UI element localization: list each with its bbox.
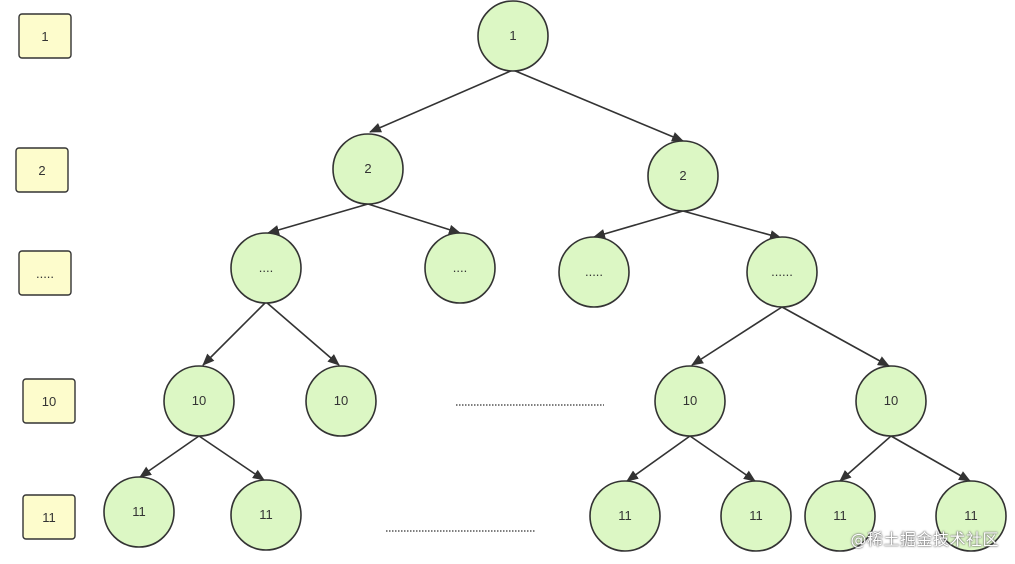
tree-node-l4-b: 10 (305, 365, 377, 437)
node-label: ...... (771, 264, 793, 279)
level-label-3: ..... (18, 250, 72, 296)
node-label: 10 (683, 393, 697, 408)
node-label: .... (453, 260, 467, 275)
tree-node-l2-left: 2 (332, 133, 404, 205)
node-label: 2 (679, 168, 686, 183)
node-label: 11 (618, 508, 632, 523)
level-label-10-text: 10 (42, 394, 56, 409)
edge-l2right-l3d (682, 210, 782, 240)
node-label: 11 (259, 507, 273, 522)
tree-node-l3-c: ..... (558, 236, 630, 308)
watermark: @稀土掘金技术社区 (850, 530, 999, 549)
edge-l3a-l4a (202, 301, 267, 366)
edge-l2left-l3b (367, 203, 461, 235)
node-label: 1 (509, 28, 516, 43)
tree-node-root: 1 (477, 0, 549, 72)
level-label-11-text: 11 (42, 510, 56, 525)
edge-l3d-l4d (781, 306, 890, 367)
edge-root-l2left (369, 69, 514, 133)
tree-node-l2-right: 2 (647, 140, 719, 212)
node-label: 10 (192, 393, 206, 408)
edge-l4a-l5a (139, 435, 200, 478)
level-label-1-text: 1 (41, 29, 48, 44)
level-label-2: 2 (15, 147, 69, 193)
edge-l3d-l4c (691, 306, 783, 366)
node-label: 11 (132, 504, 146, 519)
tree-node-l5-b: 11 (230, 479, 302, 551)
tree-node-l5-e: 11 (804, 480, 876, 552)
tree-node-l4-c: 10 (654, 365, 726, 437)
edge-l4a-l5b (198, 435, 265, 481)
level-label-10: 10 (22, 378, 76, 424)
tree-node-l5-c: 11 (589, 480, 661, 552)
tree-node-l3-d: ...... (746, 236, 818, 308)
tree-node-l5-a: 11 (103, 476, 175, 548)
node-label: 11 (749, 508, 763, 523)
node-label: 11 (964, 508, 978, 523)
level-label-3-text: ..... (36, 266, 54, 281)
level-label-2-text: 2 (38, 163, 45, 178)
node-label: 2 (364, 161, 371, 176)
node-label: 10 (334, 393, 348, 408)
node-label: .... (259, 260, 273, 275)
tree-node-l5-d: 11 (720, 480, 792, 552)
tree-node-l5-f: 11 (935, 480, 1007, 552)
tree-edges (139, 69, 971, 482)
node-label: ..... (585, 264, 603, 279)
edge-root-l2right (512, 69, 684, 142)
edge-l4c-l5c (626, 435, 691, 482)
edge-l4d-l5e (839, 435, 892, 482)
edge-l2right-l3c (593, 210, 684, 239)
tree-node-l3-a: .... (230, 232, 302, 304)
level-label-1: 1 (18, 13, 72, 59)
node-label: 11 (833, 508, 847, 523)
edge-l2left-l3a (267, 203, 369, 235)
edge-l3a-l4b (265, 301, 340, 366)
node-label: 10 (884, 393, 898, 408)
tree-node-l4-a: 10 (163, 365, 235, 437)
edge-l4d-l5f (890, 435, 971, 482)
tree-node-l4-d: 10 (855, 365, 927, 437)
edge-l4c-l5d (689, 435, 756, 482)
level-label-11: 11 (22, 494, 76, 540)
tree-node-l3-b: .... (424, 232, 496, 304)
